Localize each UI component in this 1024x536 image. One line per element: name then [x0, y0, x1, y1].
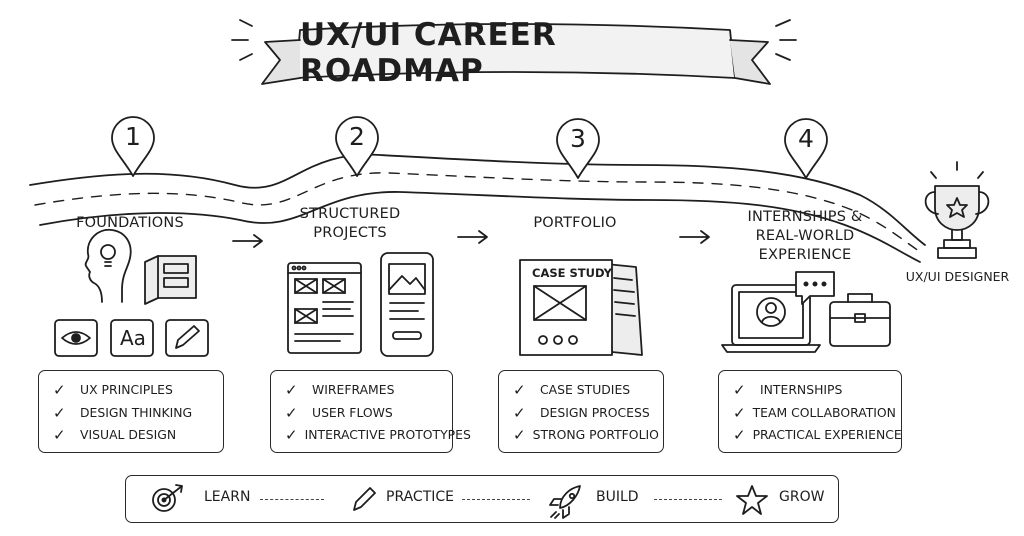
list-item: ✓DESIGN PROCESS [513, 402, 653, 425]
check-icon: ✓ [513, 403, 526, 422]
legend-practice-label: PRACTICE [386, 489, 455, 505]
list-item: ✓CASE STUDIES [513, 379, 653, 402]
check-icon: ✓ [733, 381, 746, 399]
page-title: UX/UI CAREER ROADMAP [300, 17, 557, 89]
title-banner-area: UX/UI CAREER ROADMAP [300, 17, 730, 89]
legend-divider [462, 499, 530, 500]
list-item: ✓WIREFRAMES [285, 379, 442, 402]
check-icon: ✓ [733, 426, 746, 444]
trophy-star-icon [924, 161, 990, 259]
legend-divider [260, 499, 324, 500]
pencil-icon [165, 319, 209, 357]
legend: LEARN PRACTICE BUILD GROW [125, 475, 839, 523]
check-icon: ✓ [513, 381, 526, 399]
stage-3-label: PORTFOLIO [533, 215, 617, 231]
road [29, 153, 926, 263]
case-study-document-icon [519, 259, 643, 356]
legend-learn-label: LEARN [204, 489, 251, 505]
stage-4-label: INTERNSHIPS & REAL-WORLD EXPERIENCE [747, 209, 863, 263]
list-item: ✓USER FLOWS [285, 402, 442, 425]
check-icon: ✓ [53, 381, 66, 399]
star-icon [736, 485, 768, 515]
check-icon: ✓ [53, 403, 66, 422]
list-item: ✓INTERNSHIPS [733, 379, 891, 402]
legend-divider [654, 499, 722, 500]
eye-icon [54, 319, 98, 357]
stage-4-number: 4 [798, 124, 814, 153]
map-pin-icon [111, 116, 828, 179]
stage-3-checklist: ✓CASE STUDIES ✓DESIGN PROCESS ✓STRONG PO… [498, 370, 664, 453]
stage-4-checklist: ✓INTERNSHIPS ✓TEAM COLLABORATION ✓PRACTI… [718, 370, 902, 453]
list-item: ✓INTERACTIVE PROTOTYPES [285, 424, 471, 447]
stage-1-checklist: ✓UX PRINCIPLES ✓DESIGN THINKING ✓VISUAL … [38, 370, 224, 453]
briefcase-icon [829, 293, 891, 347]
check-icon: ✓ [285, 403, 298, 422]
rocket-icon [549, 485, 581, 519]
stage-2-checklist: ✓WIREFRAMES ✓USER FLOWS ✓INTERACTIVE PRO… [270, 370, 471, 453]
list-item: ✓UX PRINCIPLES [53, 379, 213, 402]
list-item: ✓PRACTICAL EXPERIENCE [733, 424, 902, 447]
check-icon: ✓ [285, 381, 298, 399]
pencil-icon [353, 487, 376, 511]
typography-glyph: Aa [120, 326, 146, 350]
title-banner [231, 19, 797, 85]
legend-build-label: BUILD [596, 489, 639, 505]
wireframe-browser-icon [287, 262, 362, 354]
check-icon: ✓ [53, 426, 66, 444]
target-icon [152, 484, 183, 512]
check-icon: ✓ [733, 403, 746, 422]
list-item: ✓STRONG PORTFOLIO [513, 424, 659, 447]
case-study-title: CASE STUDY [532, 266, 612, 280]
stage-arrows [232, 230, 710, 248]
list-item: ✓DESIGN THINKING [53, 402, 213, 425]
stage-2-label: STRUCTURED PROJECTS [299, 206, 401, 241]
mobile-wireframe-icon [380, 252, 434, 357]
stage-1-number: 1 [125, 122, 141, 151]
head-lightbulb-icon [84, 228, 132, 303]
goal-label: UX/UI DESIGNER [905, 269, 1010, 284]
typography-icon [110, 319, 154, 357]
legend-grow-label: GROW [779, 489, 825, 505]
stage-3-number: 3 [570, 124, 586, 153]
chat-bubble-icon [795, 271, 835, 305]
book-icon [144, 255, 197, 305]
list-item: ✓TEAM COLLABORATION [733, 402, 896, 425]
check-icon: ✓ [285, 426, 298, 444]
check-icon: ✓ [513, 426, 526, 444]
laptop-user-icon [721, 284, 821, 353]
stage-1-label: FOUNDATIONS [76, 215, 184, 231]
stage-2-number: 2 [349, 122, 365, 151]
list-item: ✓VISUAL DESIGN [53, 424, 213, 447]
